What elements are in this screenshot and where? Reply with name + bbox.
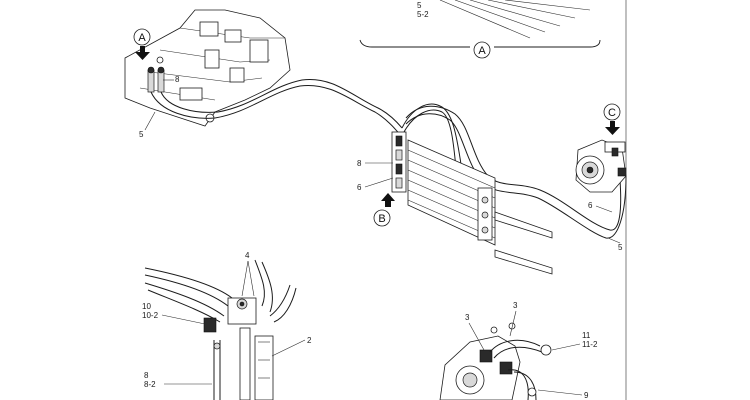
bracket-left [359,39,470,48]
callout-circle-c [603,103,621,121]
detail-bottom-right [439,322,552,400]
arrow-up-icon [381,193,395,207]
detail-bottom-left [144,259,297,400]
label-8-detail: 8 [144,371,149,380]
label-2: 2 [307,336,312,345]
condenser [391,131,553,275]
callout-circle-a [133,28,151,46]
label-8-condenser: 8 [357,159,362,168]
callout-b: B [373,193,395,227]
arrow-down-icon [135,46,150,60]
callout-a-main: A [133,28,151,60]
callout-a-inset-letter: A [478,45,486,57]
callout-circle-a-inset [473,41,491,59]
label-3-left: 3 [465,313,470,322]
callout-a-letter: A [138,32,146,44]
label-5-compressor: 5 [618,243,623,252]
engine-assembly [124,9,291,127]
label-8-engine: 8 [175,75,180,84]
label-8-2-detail: 8-2 [144,380,156,389]
callout-c: C [603,103,621,135]
callout-b-letter: B [378,213,385,225]
label-10: 10 [142,302,151,311]
label-5-2-top: 5-2 [417,10,429,19]
label-11: 11 [582,331,591,340]
compressor [575,139,627,193]
label-6-condenser: 6 [357,183,362,192]
label-5-engine: 5 [139,130,144,139]
label-10-2: 10-2 [142,311,159,320]
label-4: 4 [245,251,250,260]
inset-view-a: A 5 5-2 [359,0,601,59]
label-3-right: 3 [513,301,518,310]
arrow-down-icon [605,121,620,135]
callout-circle-b [373,209,391,227]
bracket-right [494,39,601,48]
label-6-compressor: 6 [588,201,593,210]
label-5-top: 5 [417,1,422,10]
callout-c-letter: C [608,107,616,119]
label-9: 9 [584,391,589,400]
label-11-2: 11-2 [582,340,598,349]
